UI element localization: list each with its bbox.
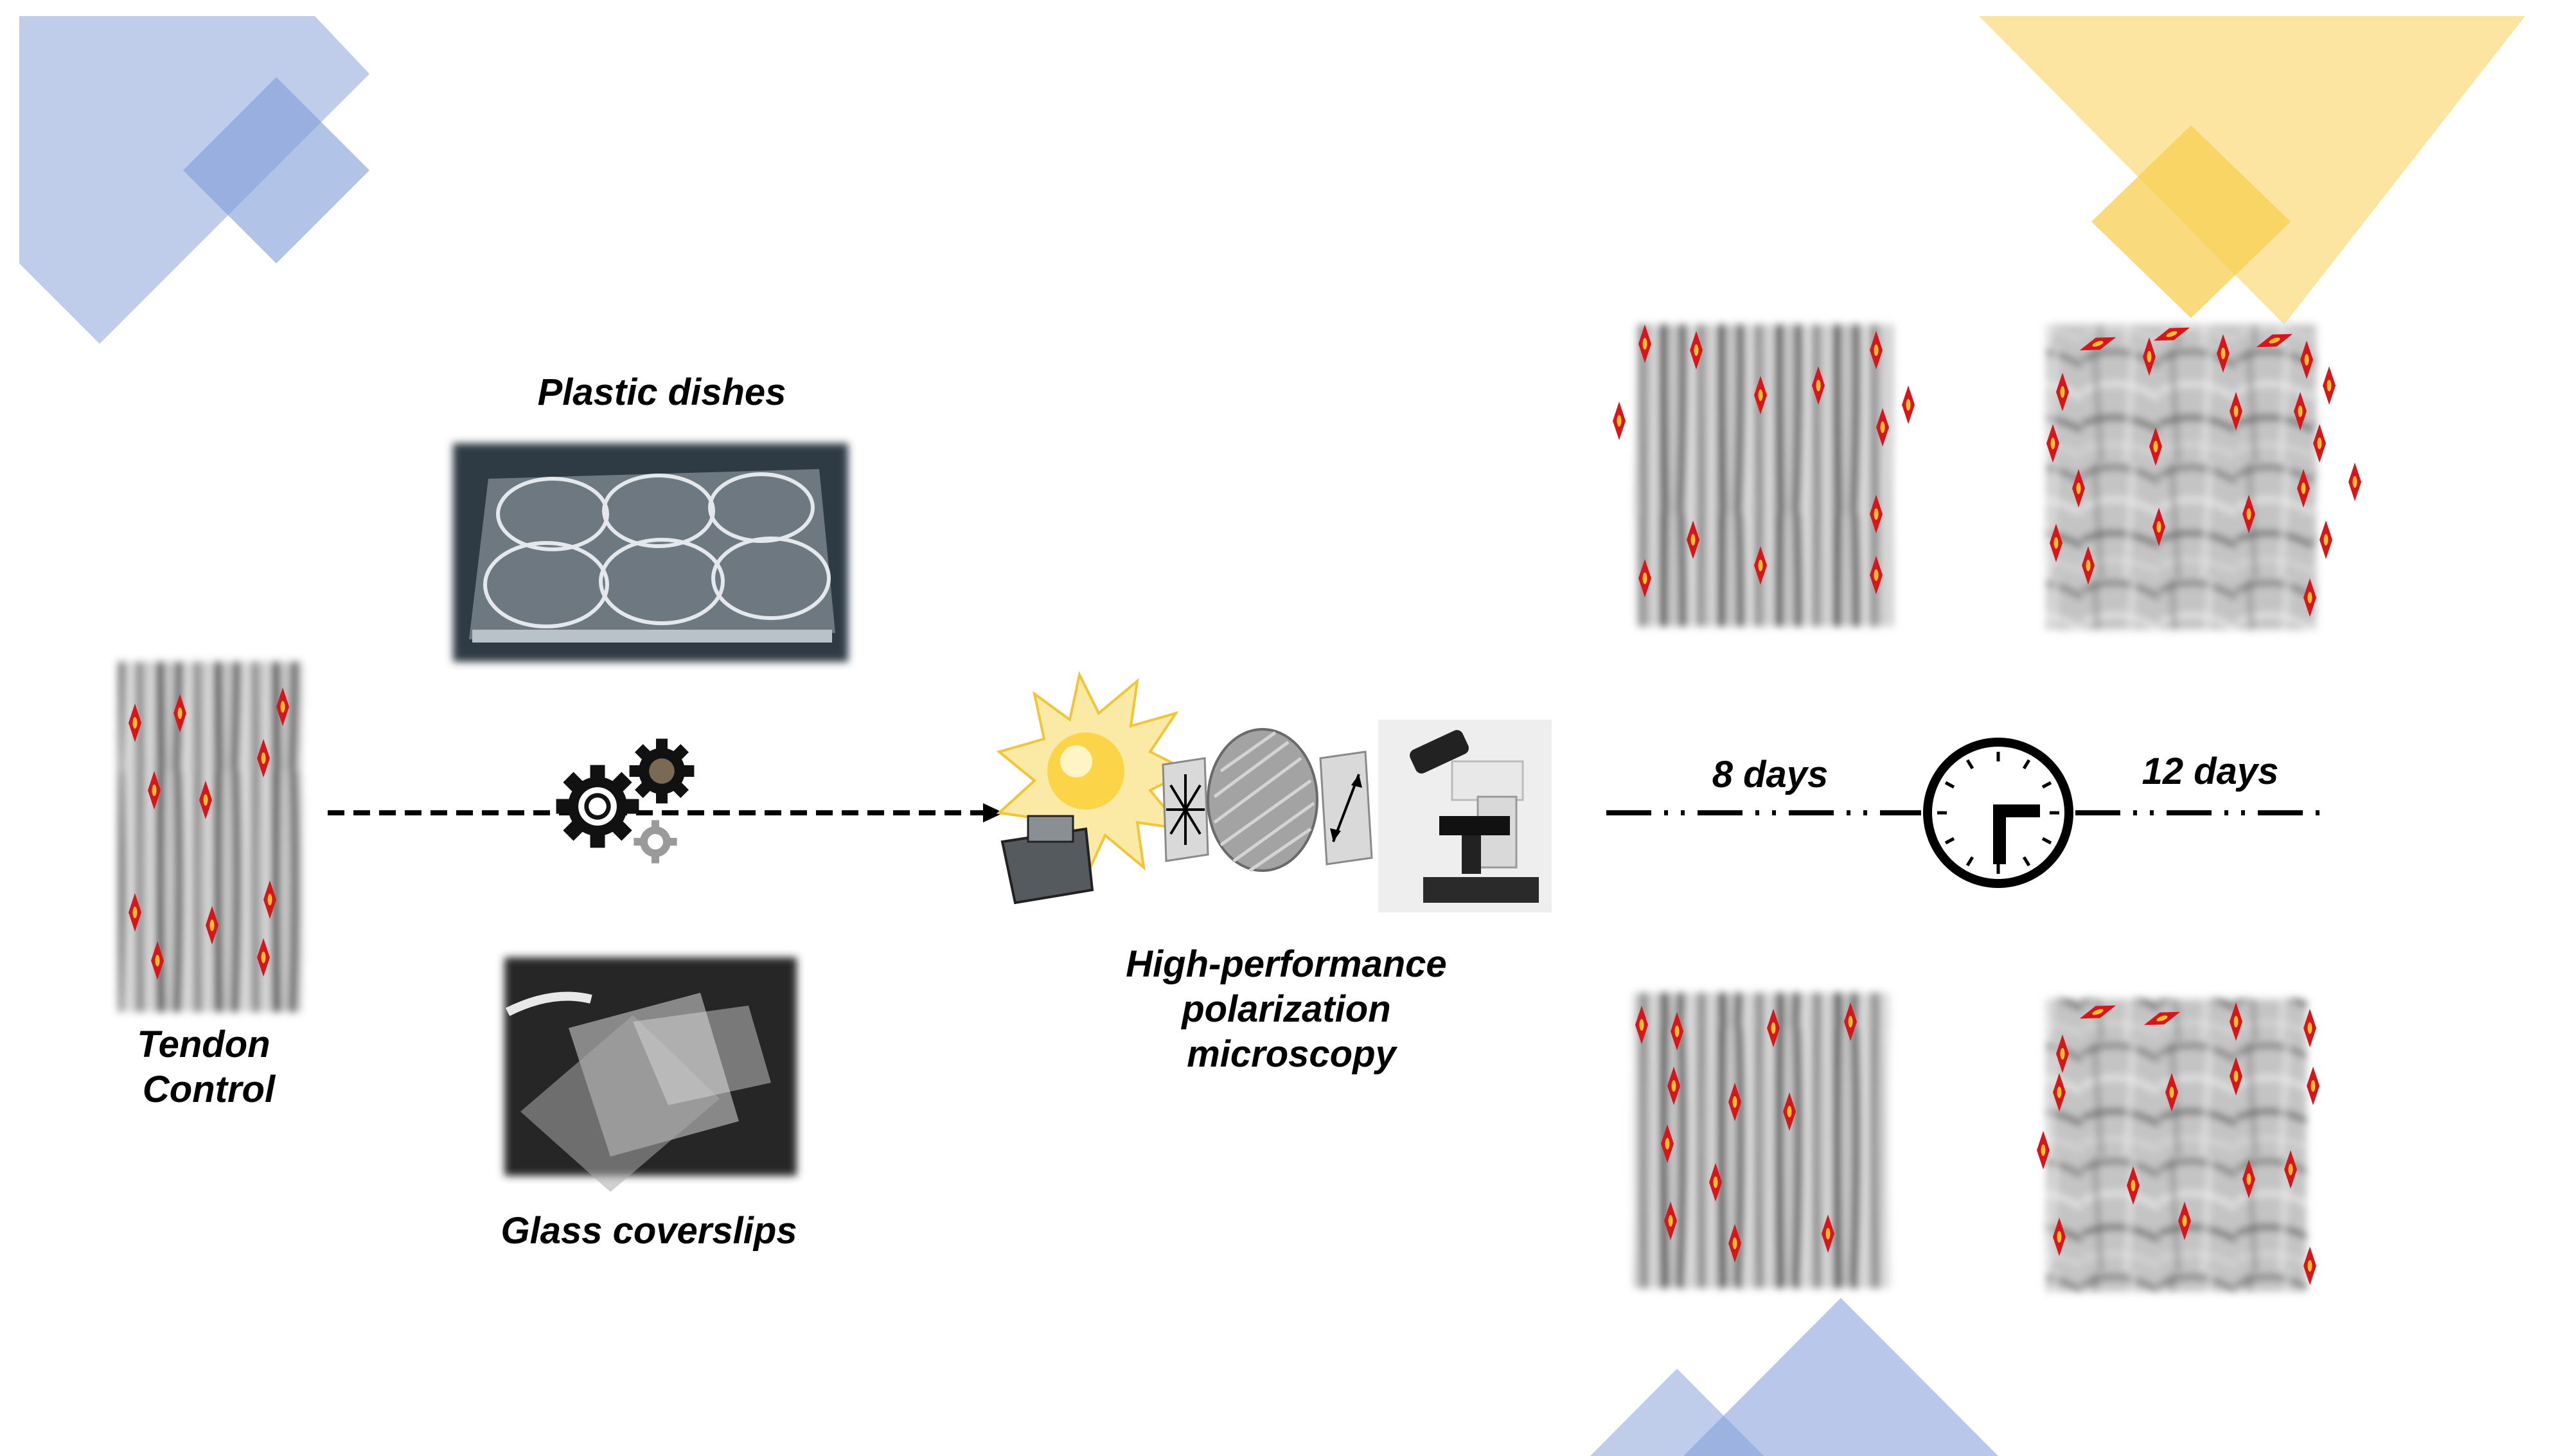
glass-coverslips-image: [504, 957, 797, 1192]
process-arrow-head: [983, 803, 1004, 822]
diffraction-grating-icon: [1207, 728, 1318, 873]
tendon-control-image: [119, 662, 302, 1012]
result-glass-day12: [2037, 999, 2319, 1292]
result-plastic-day8: [1613, 324, 1915, 626]
result-plastic-day12: [2046, 321, 2361, 630]
decoration-bottom: [1590, 1298, 1998, 1456]
microscope-icon: [1378, 720, 1552, 912]
polarizer-icon: [1162, 757, 1209, 862]
gears-icon: [556, 738, 695, 864]
plastic-dishes-image: [453, 443, 848, 662]
analyzer-icon: [1319, 750, 1373, 866]
tendon-control-label: Tendon Control: [137, 1024, 280, 1110]
glass-coverslips-label: Glass coverslips: [501, 1210, 797, 1252]
microscopy-label: High-performance polarization microscopy: [1126, 943, 1457, 1075]
decoration-top-left: [19, 16, 369, 344]
result-glass-day8: [1632, 993, 1889, 1288]
light-bulb-icon: [996, 671, 1192, 905]
decoration-top-right: [1979, 16, 2525, 324]
plastic-dishes-label: Plastic dishes: [538, 371, 786, 413]
clock-icon: [1923, 738, 2073, 888]
day12-label: 12 days: [2142, 750, 2279, 792]
day8-label: 8 days: [1712, 754, 1829, 795]
